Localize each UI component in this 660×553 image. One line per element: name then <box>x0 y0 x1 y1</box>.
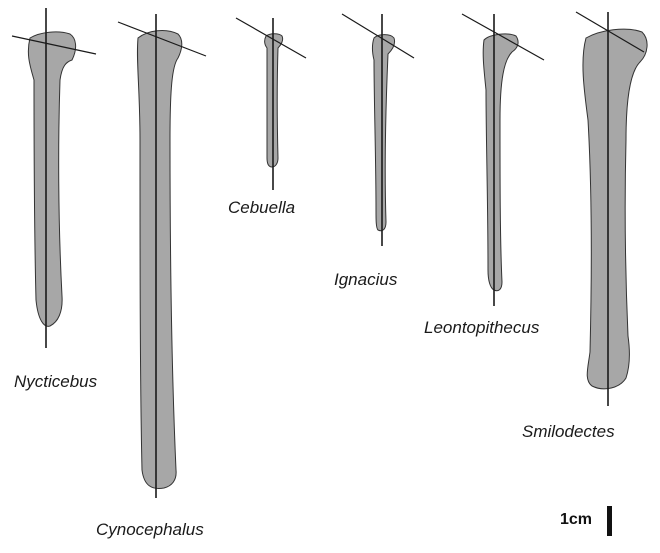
specimen-leontopithecus <box>462 14 544 306</box>
specimen-cebuella <box>236 18 306 190</box>
species-label-ignacius: Ignacius <box>334 270 397 290</box>
bone-outline-leontopithecus <box>483 34 518 291</box>
bone-outline-ignacius <box>373 35 395 231</box>
scale-bar-label: 1cm <box>560 511 592 529</box>
bone-outline-smilodectes <box>583 29 647 389</box>
species-label-smilodectes: Smilodectes <box>522 422 615 442</box>
species-label-cebuella: Cebuella <box>228 198 295 218</box>
species-label-cynocephalus: Cynocephalus <box>96 520 204 540</box>
species-label-nycticebus: Nycticebus <box>14 372 97 392</box>
bone-outline-cynocephalus <box>137 31 181 489</box>
bone-outline-nycticebus <box>28 32 75 326</box>
specimen-nycticebus <box>12 8 96 348</box>
specimen-ignacius <box>342 14 414 246</box>
specimen-cynocephalus <box>118 14 206 498</box>
specimen-smilodectes <box>576 12 647 406</box>
scale-bar <box>607 506 612 536</box>
species-label-leontopithecus: Leontopithecus <box>424 318 539 338</box>
